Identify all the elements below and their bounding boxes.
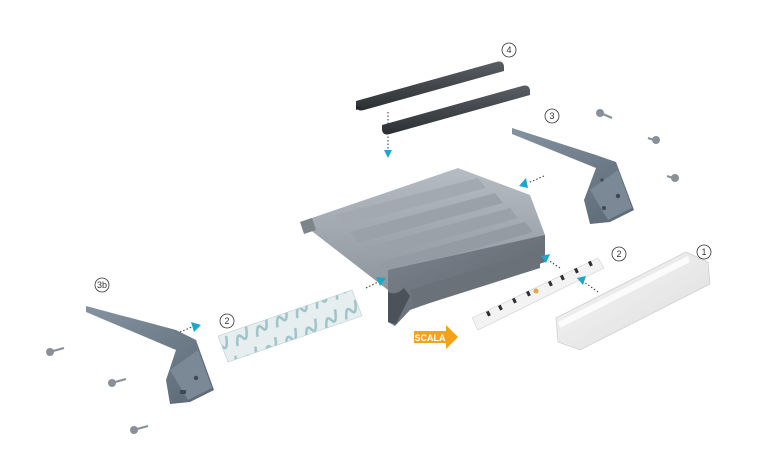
- brand-tag-label: SCALA: [415, 333, 446, 343]
- arrow-inserts-down: [384, 112, 392, 158]
- screw-icon: [647, 136, 660, 144]
- callout-3-label: 3: [549, 111, 554, 121]
- arrow-led: [541, 254, 561, 269]
- adhesive-tape: [217, 289, 363, 363]
- arrow-cap-left: [179, 322, 201, 333]
- callout-3b-label: 3b: [97, 280, 107, 290]
- led-strip: [471, 257, 605, 331]
- diffuser: [555, 251, 711, 351]
- callout-2a-label: 2: [224, 316, 229, 326]
- callout-2-led: 2: [611, 246, 627, 262]
- screw-icon: [596, 109, 613, 120]
- callout-3b: 3b: [94, 277, 110, 293]
- end-cap-left: [86, 306, 214, 404]
- callout-2-tape: 2: [219, 313, 235, 329]
- brand-tag: SCALA: [414, 325, 458, 349]
- arrow-tape: [365, 277, 386, 289]
- screw-icon: [666, 174, 679, 182]
- arrow-diffuser: [577, 276, 599, 293]
- callout-1: 1: [696, 244, 712, 260]
- callout-2b-label: 2: [616, 249, 621, 259]
- screw-icon: [108, 377, 127, 387]
- callout-1-label: 1: [701, 247, 706, 257]
- arrow-cap-right: [519, 175, 545, 188]
- callout-4-label: 4: [506, 45, 511, 55]
- anti-slip-inserts: [356, 61, 530, 135]
- main-profile: [300, 168, 545, 326]
- screw-icon: [130, 424, 149, 434]
- screw-icon: [46, 346, 65, 356]
- callout-4: 4: [501, 42, 517, 58]
- end-cap-right: [512, 128, 634, 224]
- callout-3: 3: [544, 108, 560, 124]
